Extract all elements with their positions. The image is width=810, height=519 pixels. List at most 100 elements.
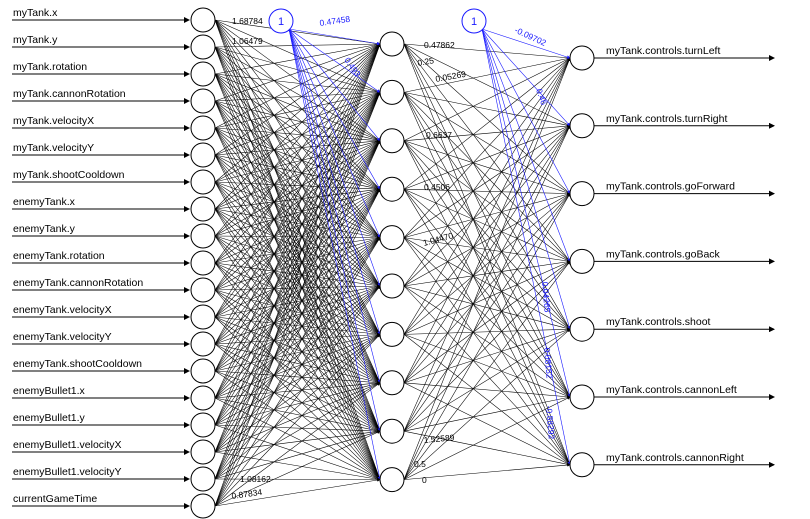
edge-input-18-hidden-5 [214,285,381,507]
edge-hidden-7-output-0 [403,57,571,383]
edge-input-13-hidden-6 [214,333,381,372]
edge-input-12-hidden-5 [214,285,381,345]
weight-label: 0 [422,475,427,485]
bias-weight-label: -0.09702 [513,25,548,48]
bias-weight-label: 0.47458 [319,14,351,28]
edge-input-17-hidden-0 [214,43,381,480]
edge-hidden-7-output-6 [403,382,571,466]
hidden-node-2 [379,128,405,154]
bias-node-1 [268,8,294,34]
hidden-node-6 [379,321,405,347]
edge-hidden-3-output-4 [403,188,571,330]
edge-input-1-hidden-0 [214,42,381,48]
edge-input-13-hidden-7 [214,370,381,385]
input-node-12 [190,331,216,357]
edge-input-18-hidden-6 [214,334,381,507]
edge-input-2-hidden-8 [214,73,381,432]
input-node-11 [190,304,216,330]
edge-hidden-8-output-6 [403,430,571,466]
edge-hidden-6-output-5 [403,334,571,398]
edge-input-18-hidden-1 [214,91,381,507]
input-label: enemyBullet1.velocityY [13,466,122,478]
edge-input-14-hidden-2 [214,140,381,399]
edge-input-11-hidden-1 [214,91,381,318]
edge-hidden-5-output-3 [403,260,571,287]
edge-input-15-hidden-8 [214,424,381,433]
edge-input-8-hidden-0 [214,43,381,237]
edge-input-4-hidden-8 [214,127,381,432]
edge-input-10-hidden-7 [214,289,381,384]
weight-label: 0.05269 [435,69,467,84]
bias1-edge-1 [288,28,381,93]
input-label: enemyTank.x [13,196,76,208]
bias-label: 1 [471,16,477,28]
input-label: enemyTank.y [13,223,76,235]
input-node-5 [190,142,216,168]
edge-hidden-6-output-3 [403,260,571,335]
edge-input-12-hidden-6 [214,332,381,345]
edge-input-12-hidden-3 [214,188,381,345]
edge-hidden-4-output-6 [403,237,571,466]
edge-input-14-hidden-4 [214,237,381,399]
edge-input-18-hidden-2 [214,140,381,507]
bias1-edge-7 [288,28,381,384]
bias2-edge-2 [481,28,571,195]
edge-input-3-hidden-4 [214,100,381,238]
output-label: myTank.controls.turnRight [606,113,727,125]
edge-input-16-hidden-5 [214,285,381,453]
weight-label: 1.52589 [423,432,455,445]
edge-input-16-hidden-1 [214,91,381,453]
edge-input-10-hidden-9 [214,289,381,481]
output-label: myTank.controls.goBack [606,248,721,260]
input-label: myTank.rotation [13,61,87,73]
edge-input-15-hidden-9 [214,424,381,481]
bias2-edge-1 [481,28,571,127]
edge-input-15-hidden-3 [214,188,381,426]
bias2-edge-4 [481,28,571,330]
weight-label: 0.87834 [231,487,263,501]
edge-input-11-hidden-8 [214,316,381,432]
edge-hidden-4-output-2 [403,192,571,238]
edge-input-12-hidden-9 [214,343,381,480]
weight-label: 0.6637 [426,130,452,140]
weight-label: 1.06479 [232,36,263,46]
input-node-15 [190,412,216,438]
edge-hidden-7-output-2 [403,193,571,383]
edge-input-2-hidden-0 [214,42,381,75]
edge-hidden-6-output-0 [403,57,571,335]
input-node-10 [190,277,216,303]
edge-input-7-hidden-0 [214,43,381,210]
input-node-9 [190,250,216,276]
edge-input-15-hidden-6 [214,334,381,426]
edge-input-13-hidden-8 [214,370,381,432]
edge-input-13-hidden-5 [214,285,381,372]
edge-input-16-hidden-8 [214,429,381,453]
bias1-edge-9 [288,28,382,481]
edge-input-13-hidden-3 [214,188,381,372]
output-node-5 [569,384,595,410]
edge-hidden-8-output-2 [403,193,571,432]
edge-input-16-hidden-2 [214,140,381,453]
input-node-18 [190,493,216,519]
edge-input-16-hidden-9 [214,451,381,481]
edge-hidden-4-output-0 [403,57,571,238]
edge-input-10-hidden-2 [214,140,381,291]
edge-input-14-hidden-5 [214,285,381,399]
bias-weight-label: 0.08152 [542,347,555,379]
edge-hidden-9-output-2 [403,193,571,480]
edge-hidden-4-output-1 [403,125,571,238]
input-node-6 [190,169,216,195]
edge-input-13-hidden-4 [214,237,381,372]
edge-input-16-hidden-6 [214,334,381,453]
edge-input-7-hidden-3 [214,187,381,210]
edge-input-15-hidden-0 [214,43,381,426]
edge-hidden-9-output-6 [403,463,571,480]
output-node-1 [569,113,595,139]
input-label: enemyTank.velocityX [13,304,112,316]
edge-input-17-hidden-2 [214,140,381,480]
edge-input-16-hidden-3 [214,188,381,453]
edge-input-18-hidden-4 [214,237,381,507]
edge-hidden-3-output-3 [403,188,571,262]
bias-weight-label: -0.88292 [544,405,557,440]
nodes [190,7,595,519]
